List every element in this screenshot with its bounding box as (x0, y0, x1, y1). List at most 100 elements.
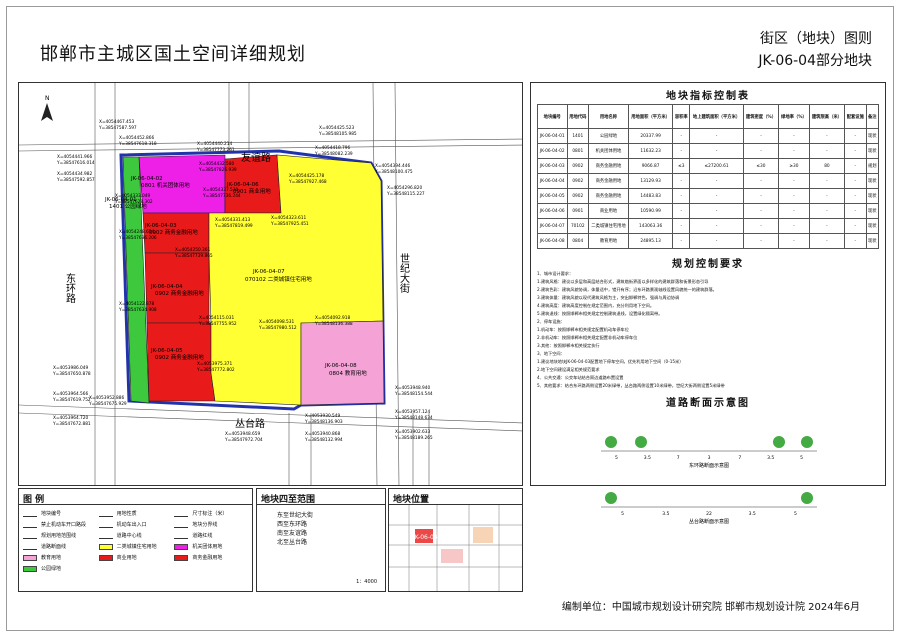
requirement-line: 5、其他要求：结合东环路两侧设置20米绿带，丛台路两侧设置10米绿带，世纪大街两… (537, 383, 725, 388)
parcel-07-use: 070102 二类城镇住宅用地 (245, 275, 312, 283)
requirement-line: 3.建筑体量：建筑风貌以现代建筑风格为主，突出邯郸特色，强调与周边协调 (537, 295, 680, 300)
scope-north: 北至丛台路 (277, 539, 308, 546)
requirements-title: 规划控制要求 (672, 259, 744, 270)
legend-label: 禁止机动车开口路段 (41, 522, 87, 528)
location-label: JK-06-04 (412, 534, 438, 541)
coordinate-label: Y=38547826.939 (198, 167, 237, 173)
section-dimension: 5 (800, 455, 803, 461)
table-header-cell: 地块编号 (537, 104, 568, 129)
table-cell: - (689, 218, 744, 234)
table-cell: - (742, 188, 780, 204)
control-panel: 地块指标控制表 地块编号用地代码用地名称用地面积（平方米）容积率地上建筑面积（平… (530, 82, 886, 525)
coordinate-label: Y=38547773.261 (196, 147, 235, 153)
location-title: 地块位置 (389, 489, 522, 505)
legend-label: 地块分界线 (192, 522, 218, 528)
coordinate-label: Y=38547592.857 (56, 177, 95, 183)
table-cell: 0801 (566, 143, 590, 159)
section-caption-1: 东环路断面示意图 (689, 462, 729, 469)
coordinate-label: X=4054440.214 (197, 141, 233, 147)
section-dimension: 3.5 (662, 511, 669, 517)
table-cell: 1401 (566, 128, 590, 144)
coordinate-label: Y=38547634.908 (118, 307, 157, 313)
coordinate-label: X=4054092.918 (315, 315, 351, 321)
legend-item: 规划用地范围线 (23, 530, 97, 541)
location-panel: 地块位置 JK-06-04 (388, 488, 523, 592)
requirement-line: 3.其他：按照邯郸市相关规定执行 (537, 343, 600, 348)
table-cell: - (778, 143, 810, 159)
section-dimension: 3.5 (644, 455, 651, 461)
table-cell: - (844, 233, 867, 249)
sheet-code: JK-06-04部分地块 (758, 53, 872, 69)
table-cell: 商务金融用地 (588, 173, 629, 189)
coordinate-label: Y=38547739.865 (174, 253, 213, 259)
table-cell: - (808, 128, 846, 144)
coordinate-label: X=4054432.580 (199, 161, 235, 167)
coordinate-label: X=4054467.453 (99, 119, 135, 125)
table-cell: 商业用地 (588, 203, 629, 219)
table-header-cell: 绿地率（%） (778, 104, 810, 129)
coordinate-label: X=4053964.566 (53, 391, 89, 397)
parcel-01-use: 1401 公园绿地 (109, 202, 147, 210)
legend-swatch (174, 554, 189, 561)
table-cell: - (808, 233, 846, 249)
legend-swatch (98, 554, 113, 561)
table-cell: - (742, 143, 780, 159)
legend-swatch (98, 522, 113, 528)
parcel-01 (122, 156, 150, 404)
coordinate-label: Y=38547616.014 (56, 160, 95, 166)
coordinate-label: Y=38548154.544 (394, 391, 433, 397)
legend-swatch (174, 533, 189, 539)
table-cell: - (742, 128, 780, 144)
legend-label: 用地性质 (116, 511, 137, 517)
table-cell: ≤3 (672, 158, 691, 174)
table-cell: - (844, 203, 867, 219)
table-cell: 公园绿地 (588, 128, 629, 144)
table-header-cell: 建筑限高（米） (808, 104, 846, 129)
coordinate-label: Y=38547618.318 (118, 141, 157, 147)
control-table-header: 地块编号用地代码用地名称用地面积（平方米）容积率地上建筑面积（平方米）建筑密度（… (537, 104, 880, 129)
coordinate-label: X=4054250.361 (175, 247, 211, 253)
table-cell: JK-06-04-06 (537, 203, 568, 219)
scope-south: 南至友谊路 (277, 530, 308, 537)
legend-item: 二类城镇住宅用地 (98, 541, 173, 552)
table-cell: - (672, 203, 691, 219)
coordinate-label: X=4054098.531 (259, 319, 295, 325)
table-cell: 现状 (865, 203, 880, 219)
table-cell: 14483.83 (627, 188, 674, 204)
section-dimension: 5 (621, 511, 624, 517)
requirement-line: 4.建筑高度：建筑高度控制在规定范围内，充分利用地下空间。 (537, 303, 655, 308)
legend-swatch (23, 544, 37, 550)
requirement-line: 4、公共交通：公交车站结合周边道路布置设置 (537, 375, 624, 380)
north-arrow (41, 103, 53, 121)
table-cell: 9066.87 (627, 158, 674, 174)
table-header-cell: 用地名称 (588, 104, 629, 129)
table-cell: - (778, 203, 810, 219)
parcel-08-id: JK-06-04-08 (324, 363, 357, 369)
table-cell: - (808, 143, 846, 159)
coordinate-label: Y=38547755.952 (198, 321, 237, 327)
parcel-08 (300, 320, 385, 406)
requirement-line: 5.建筑退线：按照邯郸市相关规定控制建筑退线，设置绿化隔离带。 (537, 311, 663, 316)
table-header-cell: 地上建筑面积（平方米） (689, 104, 744, 129)
requirement-line: 2.非机动车：按照邯郸市相关规定配置非机动车停车位 (537, 335, 638, 340)
requirements-list: 1、城市设计要求：1.建筑风格：建议以多层和高层结合形式，建筑临街界面以多样化的… (531, 270, 885, 390)
table-header-cell: 容积率 (672, 104, 691, 129)
table-cell: - (778, 173, 810, 189)
legend-swatch (174, 511, 189, 517)
table-cell: 13129.93 (627, 173, 674, 189)
table-cell: 商务金融用地 (588, 158, 629, 174)
legend-item: 地块编号 (23, 508, 97, 519)
coordinate-label: X=4053964.720 (53, 415, 89, 421)
scope-panel: 地块四至范围 东至世纪大街 西至东环路 南至友谊路 北至丛台路 1：4000 (256, 488, 386, 592)
table-cell: - (844, 173, 867, 189)
legend-item: 用地性质 (98, 508, 173, 519)
legend-label: 规划用地范围线 (41, 533, 77, 539)
legend-item: 道路中心线 (98, 530, 173, 541)
section-dimension: 3.5 (749, 511, 756, 517)
coordinate-label: X=4053948.659 (225, 431, 261, 437)
table-cell: - (672, 143, 691, 159)
legend-item: 机动车出入口 (98, 519, 173, 530)
